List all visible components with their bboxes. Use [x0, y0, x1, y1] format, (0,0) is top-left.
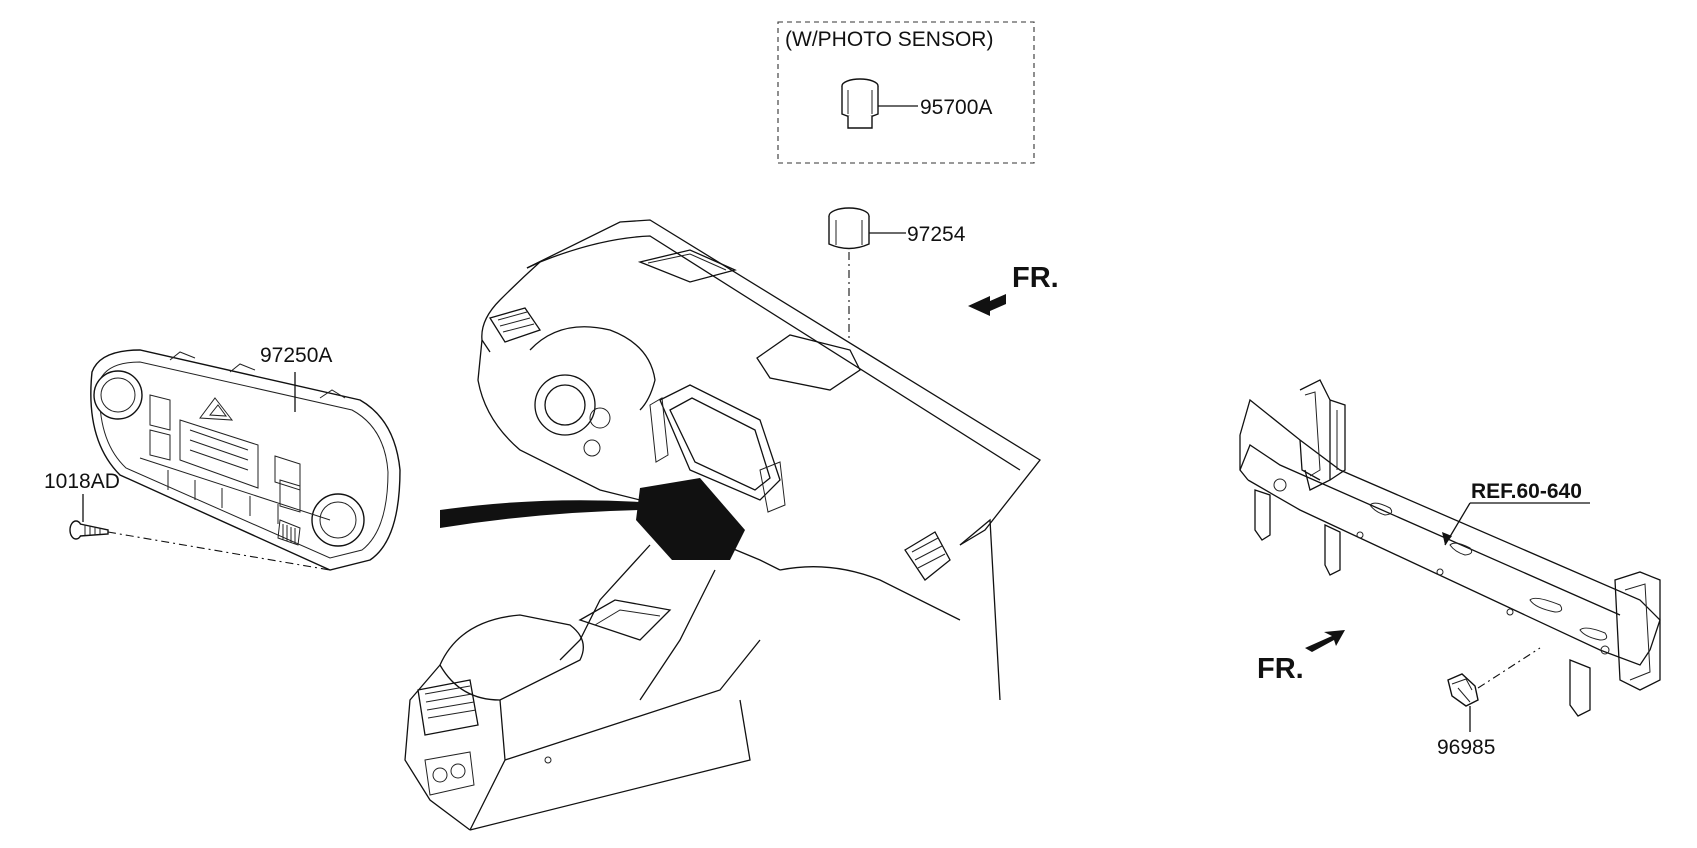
screw-part-number: 1018AD	[44, 470, 120, 493]
bracket-sensor-install-line	[1477, 647, 1541, 689]
photo-sensor-box	[777, 21, 1035, 164]
photo-sensor-group-label: (W/PHOTO SENSOR)	[785, 28, 993, 51]
front-arrow-top-icon	[968, 294, 1006, 316]
location-pointer	[440, 500, 640, 528]
screw-install-line	[107, 531, 331, 571]
reference-arrowhead-icon	[1442, 532, 1452, 545]
bracket-sensor-part-number: 96985	[1437, 736, 1495, 759]
screw-part[interactable]	[69, 520, 109, 540]
reference-label: REF.60-640	[1471, 480, 1582, 503]
sensor-97254-part-number: 97254	[907, 223, 966, 246]
front-arrow-bottom-icon	[1305, 630, 1345, 652]
front-marker-bottom: FR.	[1257, 653, 1304, 685]
crossmember-bracket	[1239, 379, 1661, 717]
dashboard-illustration	[404, 219, 1041, 831]
sensor-97254[interactable]	[828, 207, 870, 250]
photo-sensor-part-number: 95700A	[920, 96, 992, 119]
front-marker-top: FR.	[1012, 262, 1059, 294]
climate-control-panel[interactable]	[90, 349, 401, 571]
photo-sensor-part[interactable]	[841, 78, 879, 129]
bracket-sensor-part[interactable]	[1447, 673, 1479, 707]
control-panel-part-number: 97250A	[260, 344, 332, 367]
photo-sensor-group: (W/PHOTO SENSOR) 95700A	[777, 21, 1035, 164]
